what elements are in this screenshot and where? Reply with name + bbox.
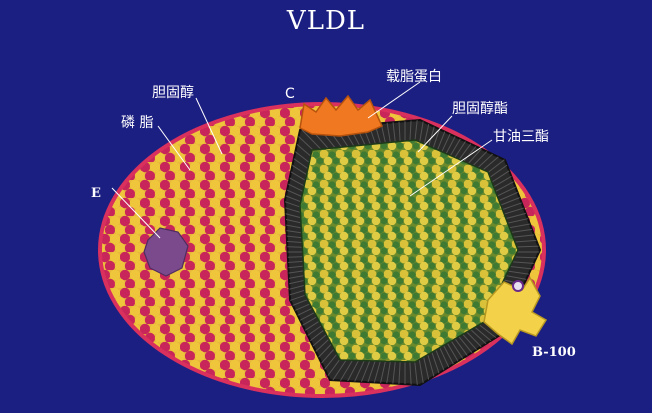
label-apo-b100: B-100 — [532, 345, 576, 360]
apo-b100-attachment — [513, 281, 523, 291]
label-apo-c: C — [285, 86, 295, 102]
label-cholesterol: 胆固醇 — [152, 82, 194, 102]
apolipoprotein-c-shape — [300, 96, 382, 136]
label-triglyceride: 甘油三酯 — [493, 126, 549, 146]
label-apo-e: E — [91, 186, 101, 201]
label-cholesteryl-ester: 胆固醇酯 — [452, 98, 508, 118]
slide-title: VLDL — [0, 6, 652, 36]
label-phospholipid: 磷 脂 — [121, 112, 153, 132]
label-apolipoprotein: 载脂蛋白 — [386, 66, 442, 86]
